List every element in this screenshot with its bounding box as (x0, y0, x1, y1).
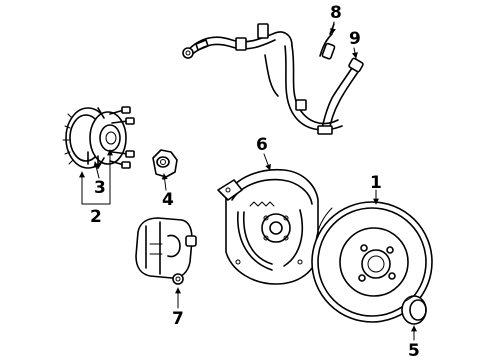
callout-9: 9 (349, 29, 361, 49)
brake-hose (317, 57, 364, 135)
callout-7: 7 (172, 309, 184, 329)
callout-1: 1 (370, 173, 382, 193)
callout-6: 6 (256, 135, 268, 155)
callout-8: 8 (330, 3, 342, 23)
abs-sensor-harness (182, 23, 343, 131)
leader-lines (79, 21, 417, 341)
backing-plate-assembly (217, 168, 319, 285)
callout-2: 2 (90, 207, 102, 227)
callout-4: 4 (162, 190, 174, 210)
hub-bearing-assembly (62, 106, 135, 169)
callout-5: 5 (408, 341, 420, 360)
brake-drum (311, 201, 433, 323)
hub-nut (152, 149, 178, 178)
grease-cap (401, 295, 427, 325)
brake-caliper (135, 217, 197, 285)
callout-3: 3 (94, 178, 106, 198)
